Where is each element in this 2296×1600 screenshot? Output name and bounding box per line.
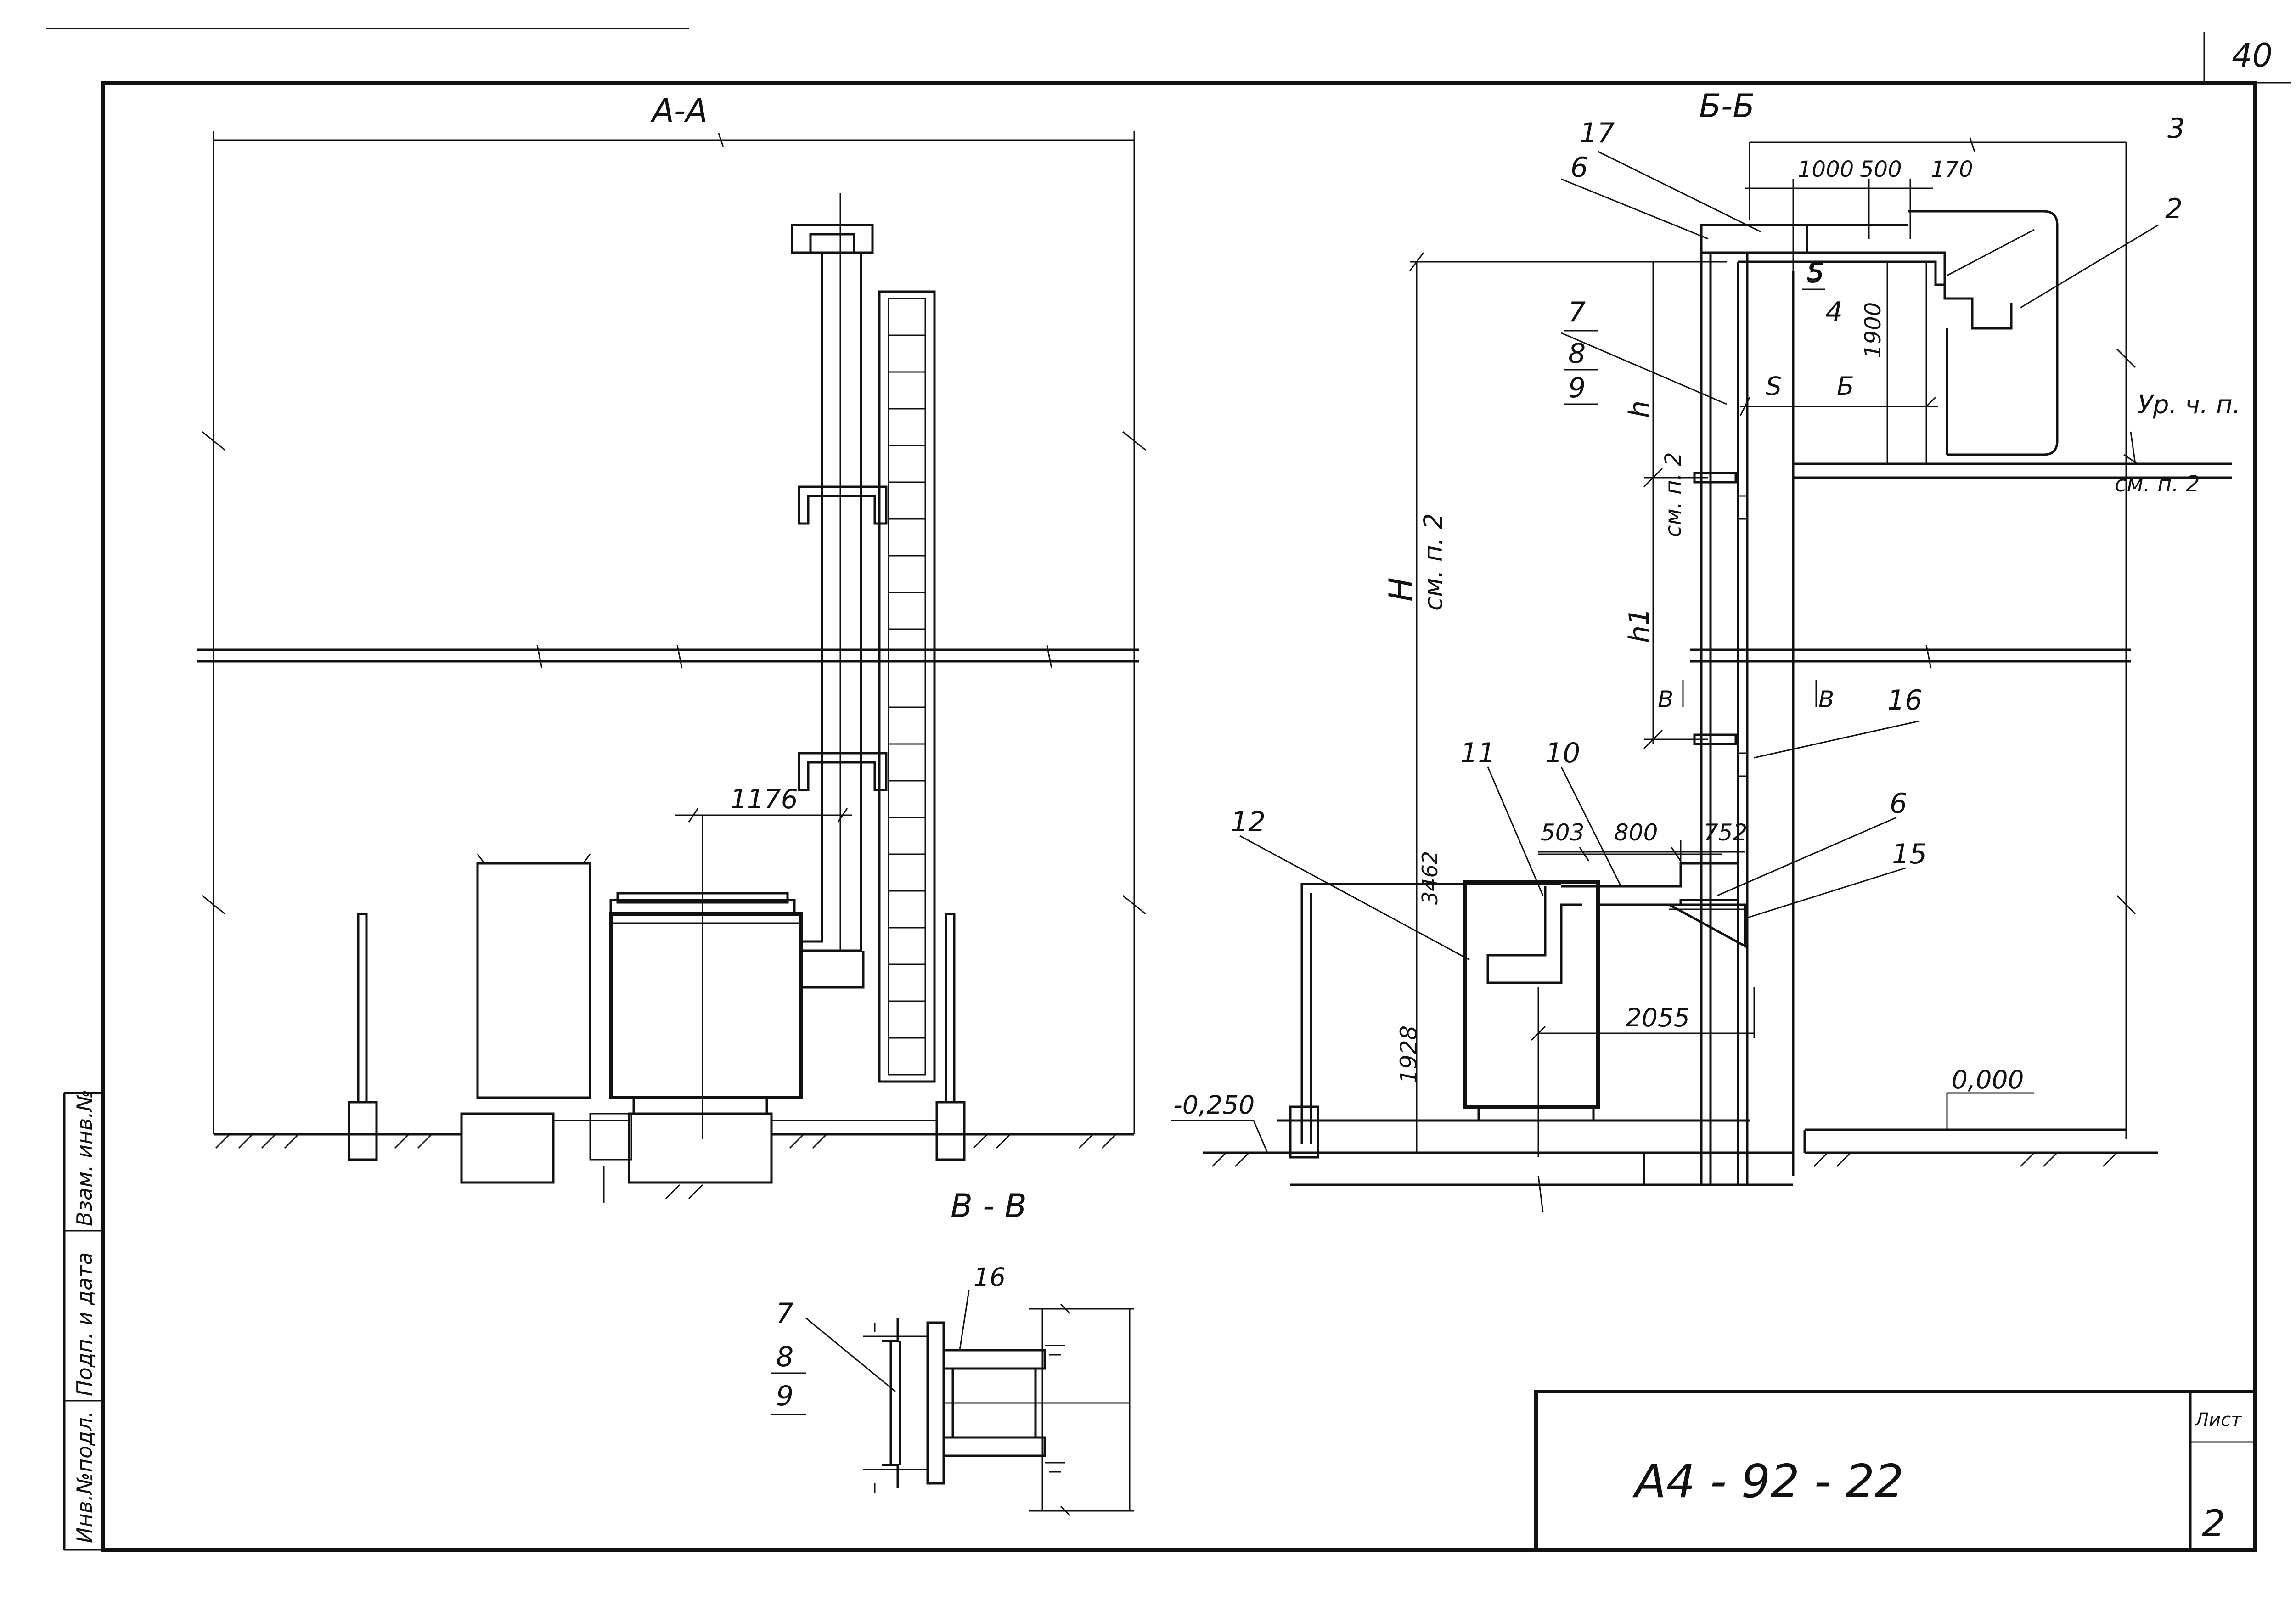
note-see-p2-H: см. п. 2	[1418, 513, 1448, 611]
dim-1900: 1900	[1860, 302, 1886, 358]
page-number: 40	[2232, 37, 2273, 74]
cut-mark-left: В	[1658, 686, 1673, 713]
sheet-frame	[46, 28, 2291, 1552]
dim-503: 503	[1541, 819, 1584, 846]
callout-4: 4	[1825, 296, 1843, 328]
ladder-rungs	[889, 334, 925, 1039]
stamp-signature-date: Подп. и дата	[72, 1252, 97, 1396]
note-see-p2-level: см. п. 2	[2115, 471, 2200, 497]
title-block	[1534, 1390, 2257, 1552]
vv-callout-9: 9	[776, 1380, 793, 1412]
callout-11: 11	[1460, 737, 1495, 769]
callout-3: 3	[2167, 113, 2185, 145]
note-see-p2-h: см. п. 2	[1660, 452, 1686, 537]
dim-letter-H: H	[1382, 577, 1420, 602]
elevation-negative: -0,250	[1173, 1090, 1255, 1120]
drawing-code: А4 - 92 - 22	[1632, 1454, 1904, 1508]
callout-6-top: 6	[1570, 152, 1588, 184]
floor-hatching-bb	[1211, 1152, 2118, 1167]
level-label: Ур. ч. п.	[2138, 390, 2240, 419]
dim-2055: 2055	[1626, 1003, 1690, 1032]
callout-17: 17	[1580, 117, 1615, 149]
callout-5: 5	[1807, 257, 1824, 289]
dim-1176: 1176	[730, 783, 798, 815]
view-vv	[771, 1290, 1134, 1516]
dim-3462: 3462	[1418, 851, 1442, 905]
callout-16: 16	[1887, 684, 1922, 716]
vv-callout-8: 8	[776, 1341, 793, 1373]
callout-15: 15	[1892, 838, 1927, 870]
view-aa	[197, 131, 1146, 1203]
dim-letter-h1: h1	[1623, 608, 1655, 643]
callout-12: 12	[1231, 806, 1266, 838]
vv-callout-7: 7	[776, 1297, 793, 1330]
floor-hatching-aa	[215, 1133, 1117, 1200]
view-aa-title: А-А	[650, 92, 708, 130]
dim-letter-s: S	[1766, 372, 1782, 401]
callout-6-bottom: 6	[1890, 788, 1907, 820]
callout-2: 2	[2165, 193, 2183, 225]
dim-letter-h: h	[1623, 400, 1655, 418]
sheet-label: Лист	[2194, 1409, 2242, 1431]
view-bb-title: Б-Б	[1699, 87, 1755, 125]
cut-mark-right: В	[1818, 686, 1834, 713]
dim-letter-b: Б	[1837, 372, 1854, 401]
dim-800: 800	[1614, 819, 1658, 846]
callout-10: 10	[1545, 737, 1580, 769]
vv-callout-16: 16	[974, 1262, 1006, 1292]
stamp-inventory-number: Инв.№подл.	[72, 1411, 97, 1543]
stamp-replaced-inventory: Взам. инв.№	[72, 1089, 97, 1226]
view-vv-title: В - В	[951, 1187, 1027, 1225]
view-bb	[1171, 137, 2232, 1213]
elevation-zero: 0,000	[1952, 1065, 2024, 1094]
callout-7: 7	[1568, 296, 1586, 328]
dim-752: 752	[1704, 819, 1747, 846]
sheet-number: 2	[2202, 1502, 2225, 1545]
callout-8: 8	[1568, 338, 1586, 370]
dim-letter-s-top: S	[1807, 257, 1823, 286]
dim-1928: 1928	[1396, 1025, 1422, 1084]
callout-9: 9	[1568, 372, 1586, 404]
dim-170: 170	[1931, 157, 1973, 182]
dim-500: 500	[1860, 157, 1902, 182]
dim-1000: 1000	[1798, 157, 1854, 182]
